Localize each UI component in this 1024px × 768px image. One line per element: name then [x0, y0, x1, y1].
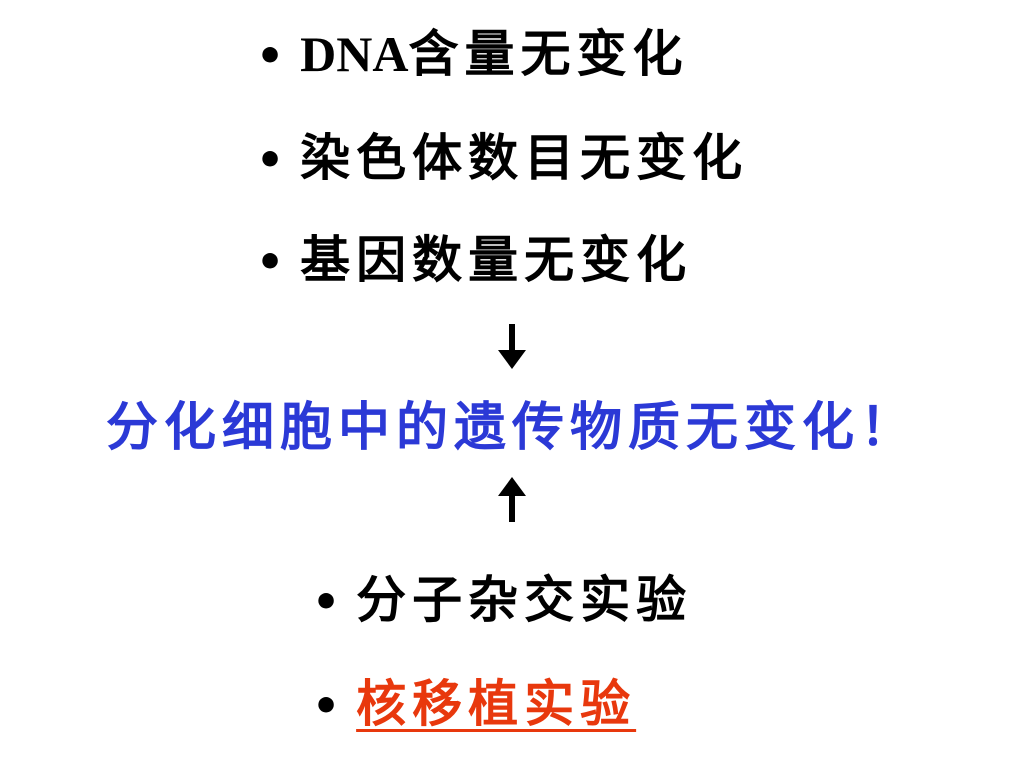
bullet: • — [256, 31, 291, 82]
premise-dna-content: •DNA含量无变化 — [256, 24, 688, 87]
bullet: • — [256, 237, 291, 288]
bullet: • — [256, 135, 291, 186]
premise-prefix: DNA — [300, 26, 409, 82]
bullet: • — [312, 577, 347, 628]
premise-chromosome-number: •染色体数目无变化 — [256, 128, 748, 191]
premise-text: 基因数量无变化 — [300, 230, 693, 289]
conclusion-text: 分化细胞中的遗传物质无变化！ — [105, 397, 918, 458]
evidence-molecular-hybridization: •分子杂交实验 — [312, 570, 692, 633]
arrow-up-icon — [498, 477, 526, 522]
evidence-text: 分子杂交实验 — [356, 570, 693, 629]
premise-text: 染色体数目无变化 — [300, 128, 749, 187]
nuclear-transfer-link[interactable]: 核移植实验 — [356, 674, 637, 733]
evidence-nuclear-transfer: •核移植实验 — [312, 674, 636, 737]
bullet: • — [312, 681, 347, 732]
arrow-down-icon — [498, 324, 526, 369]
premise-text: 含量无变化 — [408, 24, 689, 83]
premise-gene-quantity: •基因数量无变化 — [256, 230, 692, 293]
